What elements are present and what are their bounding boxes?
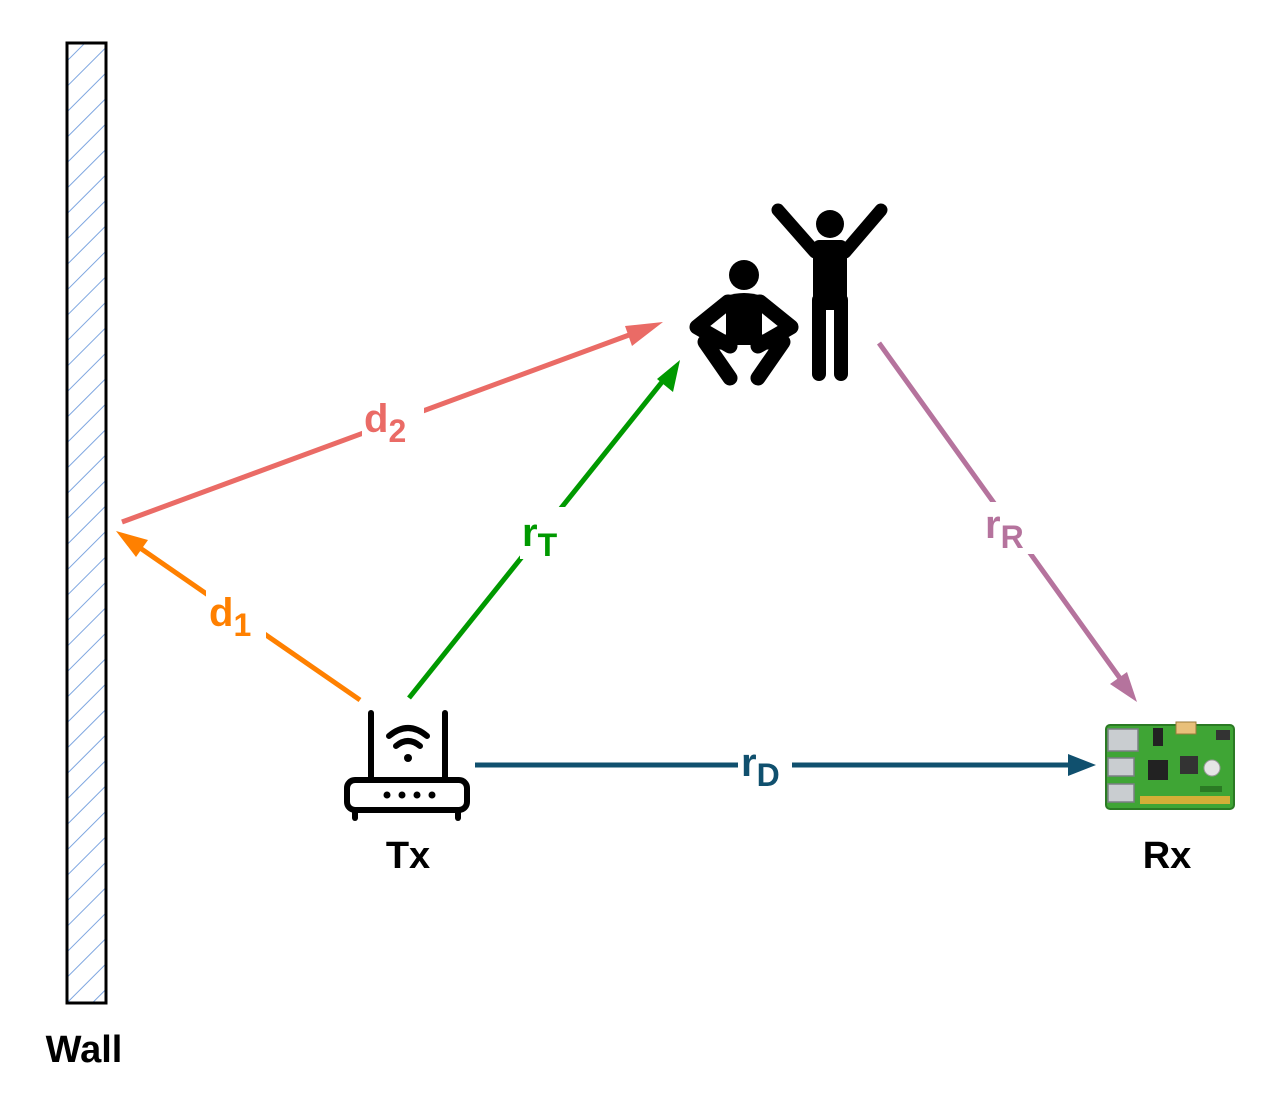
label-rD: rD [738,741,792,793]
label-rT: rT [520,507,572,563]
sitting-person-icon [689,260,799,386]
tx-label: Tx [386,835,430,877]
label-rT-main: r [522,511,538,555]
svg-text:rR: rR [985,503,1024,555]
label-d1-sub: 1 [233,607,251,643]
label-d1: d1 [206,586,266,643]
label-d1-main: d [209,591,233,635]
svg-text:d2: d2 [364,397,406,449]
label-rR-sub: R [1001,519,1024,555]
svg-text:rT: rT [522,511,558,563]
label-rD-main: r [741,741,757,785]
label-rR-main: r [985,503,1001,547]
raspberry-pi-board-icon [1105,721,1235,810]
rx-label: Rx [1143,835,1192,877]
wall-label: Wall [46,1029,123,1071]
svg-text:rD: rD [741,741,780,793]
label-d2-sub: 2 [388,413,406,449]
label-rT-sub: T [538,527,558,563]
label-d2-main: d [364,397,388,441]
label-d2: d2 [362,397,424,449]
wifi-router-icon [344,710,470,821]
label-rD-sub: D [757,757,780,793]
people-icon [689,203,888,386]
svg-text:d1: d1 [209,591,251,643]
label-rR: rR [983,502,1035,555]
wall-icon [65,41,108,1005]
standing-person-icon [771,203,888,381]
